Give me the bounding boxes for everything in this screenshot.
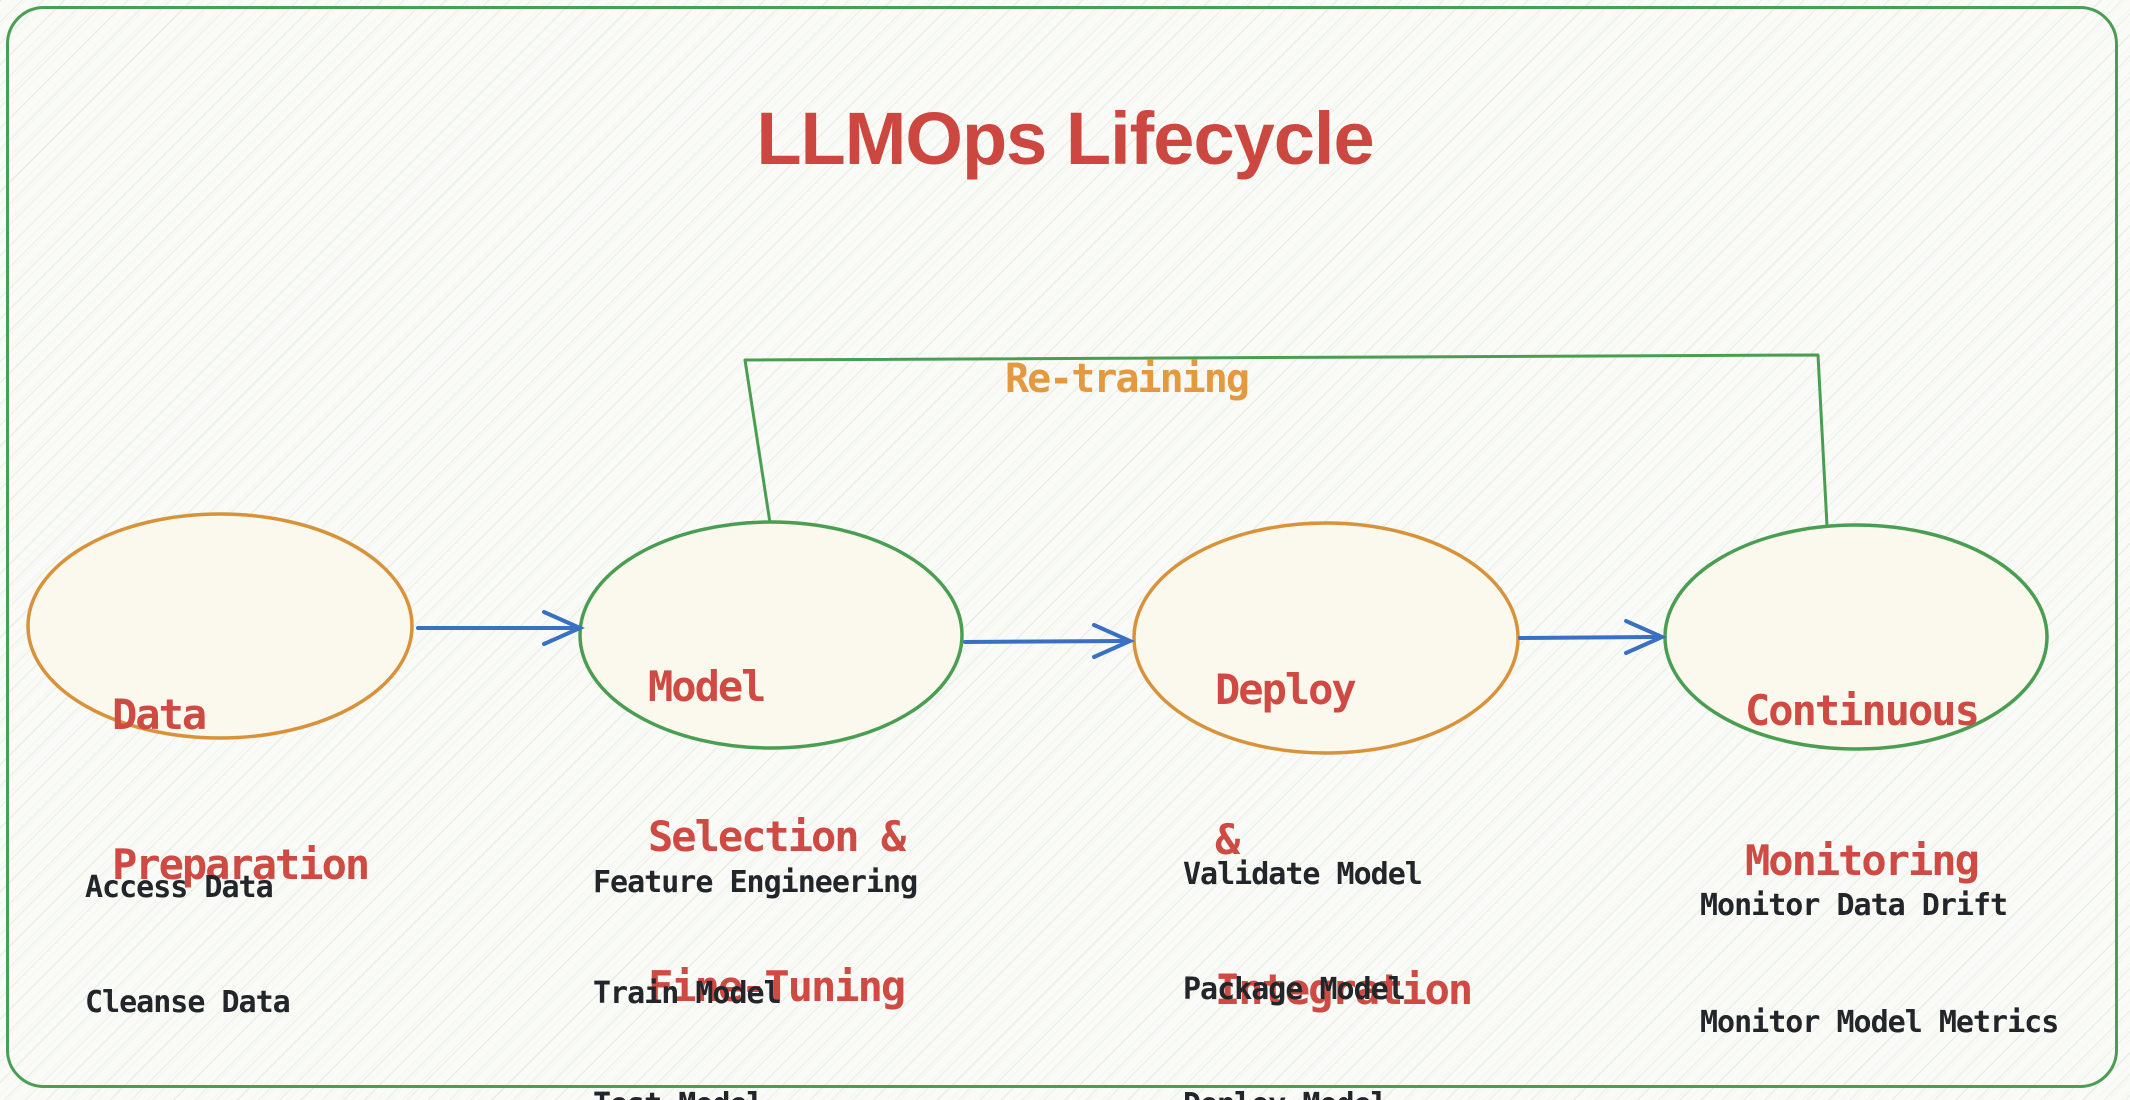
task-list-data-preparation: Access Data Cleanse Data Transform Data xyxy=(85,795,324,1100)
task-item: Deploy Model xyxy=(1183,1082,1422,1100)
flow-arrow-3-head xyxy=(1624,619,1667,655)
node-label-model-selection: Model Selection & Fine-Tuning xyxy=(648,562,906,1100)
flow-arrow-1-head xyxy=(542,610,585,646)
node-label-line: Preparation xyxy=(112,840,370,889)
task-item: Validate Model xyxy=(1183,857,1423,892)
task-item: Monitor Data Drift xyxy=(1700,888,2008,923)
node-label-line: Monitoring xyxy=(1745,836,1980,885)
retraining-loop-line xyxy=(743,353,1829,527)
node-label-continuous-monitoring: Continuous Monitoring xyxy=(1745,586,1980,986)
task-item: Train Model xyxy=(593,976,782,1011)
task-item: Package Model xyxy=(1183,972,1406,1007)
data-preparation-ellipse xyxy=(26,512,414,740)
node-label-deploy-integration: Deploy & Integration xyxy=(1215,565,1473,1100)
node-label-line: Data xyxy=(112,690,207,739)
task-item: Transform Data xyxy=(85,1095,324,1100)
node-label-line: Model xyxy=(648,662,766,711)
flow-arrow-2-line xyxy=(963,639,1128,644)
task-list-continuous-monitoring: Monitor Data Drift Monitor Model Metrics… xyxy=(1700,812,2059,1100)
task-item: Test Model xyxy=(593,1084,951,1100)
task-item: Feature Engineering xyxy=(593,865,918,900)
task-item: Monitor Model Metrics xyxy=(1700,1005,2059,1040)
page-title: LLMOps Lifecycle xyxy=(756,97,1374,180)
node-label-line: Fine-Tuning xyxy=(648,962,906,1011)
model-selection-ellipse xyxy=(578,520,964,750)
flow-arrow-2-head xyxy=(1092,623,1135,659)
task-item: Access Data xyxy=(85,870,274,905)
task-list-model-selection: Feature Engineering Train Model Test Mod… xyxy=(593,792,951,1100)
task-item: Cleanse Data xyxy=(85,985,291,1020)
node-label-line: & xyxy=(1215,815,1240,864)
task-list-deploy-integration: Validate Model Package Model Deploy Mode… xyxy=(1183,782,1423,1100)
node-label-line: Continuous xyxy=(1745,686,1980,735)
node-label-line: Integration xyxy=(1215,965,1473,1014)
retraining-label: Re-training xyxy=(1005,356,1250,402)
node-label-line: Deploy xyxy=(1215,665,1357,714)
flow-arrow-3-line xyxy=(1518,635,1660,640)
node-label-data-preparation: Data Preparation xyxy=(112,590,370,990)
node-label-line: Selection & xyxy=(648,812,906,861)
